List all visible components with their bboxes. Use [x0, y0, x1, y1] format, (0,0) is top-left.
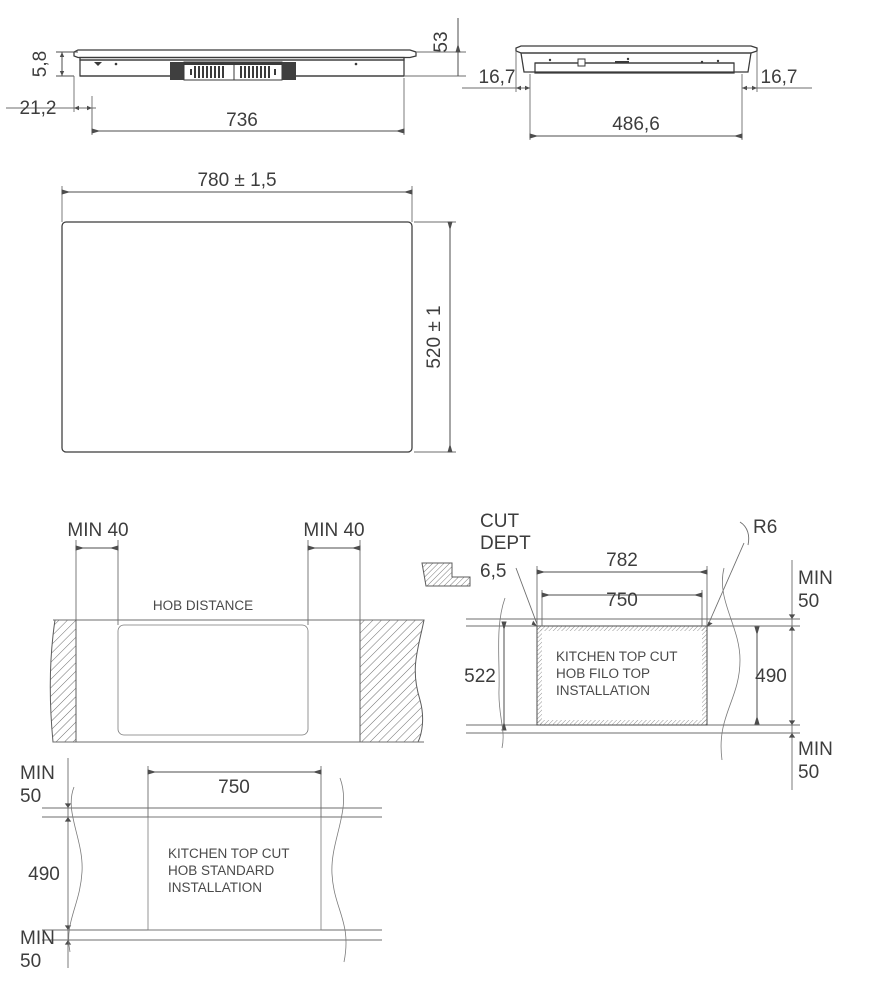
- dim-min40-left-label: MIN 40: [67, 520, 128, 541]
- filo-min-top-label: MIN: [798, 568, 833, 589]
- dim-16-7-left-label: 16,7: [479, 67, 516, 88]
- dim-min40-right-label: MIN 40: [303, 520, 364, 541]
- std-min-top-label: MIN: [20, 763, 55, 784]
- hob-front-profile: [73, 49, 417, 81]
- filo-note-line-2: HOB FILO TOP: [556, 666, 650, 681]
- view-side-elevation: 16,7 16,7 486,6: [462, 45, 812, 140]
- filo-note-line-1: KITCHEN TOP CUT: [556, 649, 678, 664]
- filo-note-line-3: INSTALLATION: [556, 683, 650, 698]
- dim-522: 522: [464, 618, 532, 734]
- dim-780: 780 ± 1,5: [61, 170, 413, 222]
- std-break-line-right: [331, 777, 347, 963]
- hob-plan-outline: [61, 221, 413, 453]
- dim-53: 53: [404, 18, 466, 77]
- dim-520: 520 ± 1: [414, 221, 456, 453]
- std-note-line-2: HOB STANDARD: [168, 863, 275, 878]
- filo-break-line-right: [720, 567, 741, 761]
- std-cut-outline: [147, 816, 322, 931]
- dim-21-2-label: 21,2: [20, 98, 57, 119]
- dim-min40-left: MIN 40: [67, 520, 129, 625]
- dim-16-7-right: 16,7: [741, 51, 812, 140]
- filo-min-top-value: 50: [798, 591, 819, 612]
- cabinet-left-hatch: [49, 619, 77, 743]
- dim-21-2: 21,2: [6, 76, 96, 132]
- dim-490-std-label: 490: [28, 864, 60, 885]
- cut-depth-line-2: DEPT: [480, 533, 531, 554]
- dim-736-label: 736: [226, 110, 258, 131]
- dim-750-std: 750: [147, 766, 322, 817]
- cabinet-right-hatch: [359, 619, 425, 743]
- dim-520-label: 520 ± 1: [424, 305, 445, 368]
- dim-16-7-right-label: 16,7: [761, 67, 798, 88]
- filo-min-bottom-value: 50: [798, 762, 819, 783]
- filo-cut-outline: [536, 625, 708, 726]
- cut-depth-callout: CUT DEPT 6,5: [480, 511, 538, 626]
- std-min-bottom-label: MIN: [20, 928, 55, 949]
- dim-486-6: 486,6: [529, 114, 743, 139]
- view-filo-top-cut: KITCHEN TOP CUT HOB FILO TOP INSTALLATIO…: [464, 511, 833, 790]
- dim-53-label: 53: [431, 31, 452, 52]
- cut-depth-value: 6,5: [480, 561, 506, 582]
- dim-780-label: 780 ± 1,5: [197, 170, 276, 191]
- hob-fan-module: [170, 61, 296, 81]
- filo-min-bottom-label: MIN: [798, 739, 833, 760]
- filo-break-line-left: [498, 597, 506, 749]
- std-note-line-3: INSTALLATION: [168, 880, 262, 895]
- dim-5-8: 5,8: [30, 51, 78, 77]
- dim-490-filo-label: 490: [755, 666, 787, 687]
- std-min-top-value: 50: [20, 786, 41, 807]
- hob-side-profile: [515, 45, 758, 74]
- dim-490-std: 490: [28, 864, 60, 885]
- hob-body-outline: [117, 624, 309, 736]
- std-note-line-1: KITCHEN TOP CUT: [168, 846, 290, 861]
- dim-736: 736: [91, 78, 405, 135]
- view-standard-cut: KITCHEN TOP CUT HOB STANDARD INSTALLATIO…: [20, 758, 382, 972]
- dim-486-6-label: 486,6: [612, 114, 660, 135]
- std-min-bottom-value: 50: [20, 951, 41, 972]
- dim-750-std-label: 750: [218, 777, 250, 798]
- r6-label: R6: [753, 517, 777, 538]
- dim-16-7-left: 16,7: [462, 51, 531, 140]
- dim-522-label: 522: [464, 666, 496, 687]
- dim-782-label: 782: [606, 550, 638, 571]
- dim-5-8-label: 5,8: [30, 51, 51, 77]
- view-plan: 780 ± 1,5 520 ± 1: [61, 170, 456, 453]
- cut-depth-section-symbol: [421, 562, 471, 587]
- radius-callout-r6: R6: [707, 517, 777, 627]
- view-hob-distance: MIN 40 MIN 40 HOB DISTANCE: [49, 520, 425, 743]
- view-front-elevation: 53 5,8 21,2 736: [6, 18, 466, 135]
- dim-750-filo: 750: [541, 590, 703, 626]
- dim-490-filo: 490: [754, 626, 787, 725]
- dim-782: 782: [536, 550, 708, 626]
- std-break-line-left: [68, 786, 83, 953]
- dim-750-filo-label: 750: [606, 590, 638, 611]
- cut-depth-line-1: CUT: [480, 511, 519, 532]
- dim-min40-right: MIN 40: [303, 520, 365, 625]
- hob-distance-label: HOB DISTANCE: [153, 598, 253, 613]
